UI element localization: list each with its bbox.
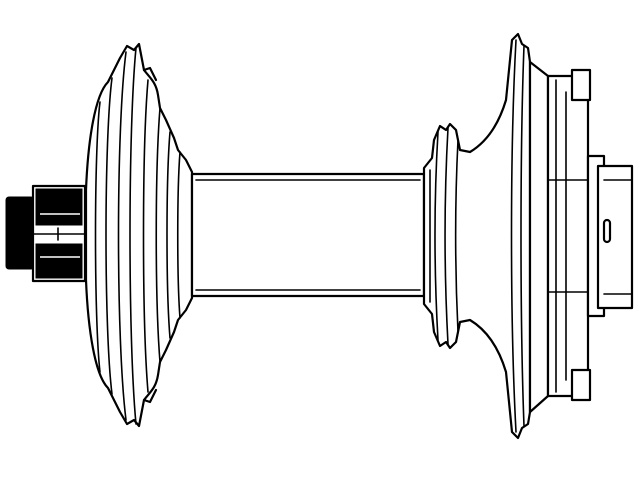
left-threaded-stub [5, 184, 87, 283]
shaft-tube [190, 172, 426, 298]
rboot-fold-5 [520, 45, 525, 427]
boot-fold-6 [155, 107, 161, 363]
housing-shell [546, 74, 590, 398]
boot-rim-top [142, 66, 158, 82]
rboot-fold-1 [434, 131, 439, 341]
housing-tab-top [570, 68, 592, 102]
boot-rim-bottom [142, 388, 158, 404]
rboot-fold-2 [444, 127, 449, 345]
rboot-fold-3 [454, 139, 459, 333]
housing-tab-bottom [570, 368, 592, 402]
left-boot-outline [84, 42, 194, 428]
cap-slot [602, 218, 612, 244]
boot-fold-3 [117, 51, 127, 421]
boot-fold-7 [166, 131, 171, 339]
threaded-tip [5, 196, 35, 270]
boot-fold-2 [105, 77, 113, 395]
housing-body [528, 60, 550, 414]
spline-band-bottom [35, 243, 83, 279]
center-shaft [190, 172, 426, 298]
rboot-fold-4 [510, 39, 517, 433]
right-joint-housing [528, 60, 634, 414]
left-cv-boot [84, 42, 194, 428]
boot-fold-1 [94, 101, 101, 373]
boot-fold-4 [129, 47, 137, 425]
boot-fold-5 [142, 79, 149, 393]
spline-band-top [35, 188, 83, 226]
right-cv-boot [422, 32, 532, 440]
boot-fold-8 [176, 151, 181, 319]
